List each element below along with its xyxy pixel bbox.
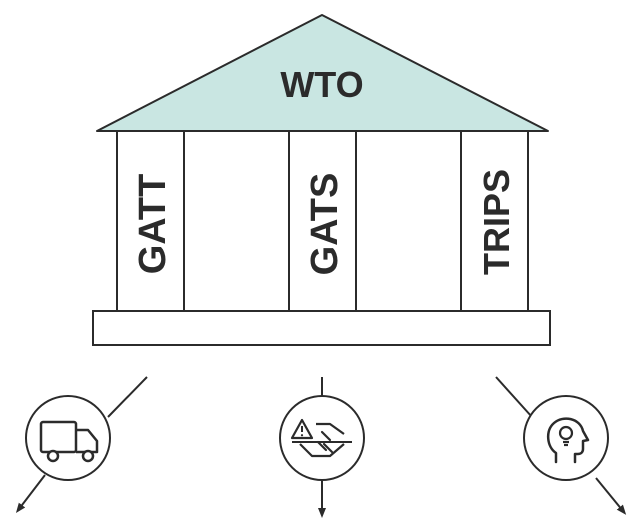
pillar-label-gatt: GATT [132, 174, 174, 275]
connector-line-right [495, 376, 533, 418]
connector-line-left [107, 376, 148, 418]
pillar-gatt [116, 130, 185, 312]
pillar-gats [288, 130, 357, 312]
arrow-down-left [15, 474, 46, 513]
pillar-label-trips: TRIPS [476, 169, 517, 275]
lightbulb-head-icon [523, 395, 609, 481]
delivery-truck-icon [25, 395, 111, 481]
building-base [92, 310, 551, 346]
pillar-trips [460, 130, 529, 312]
arrow-down-right [595, 477, 627, 515]
warning-handshake-icon [279, 395, 365, 481]
pillar-label-gats: GATS [304, 173, 346, 276]
roof-label: WTO [280, 64, 363, 105]
